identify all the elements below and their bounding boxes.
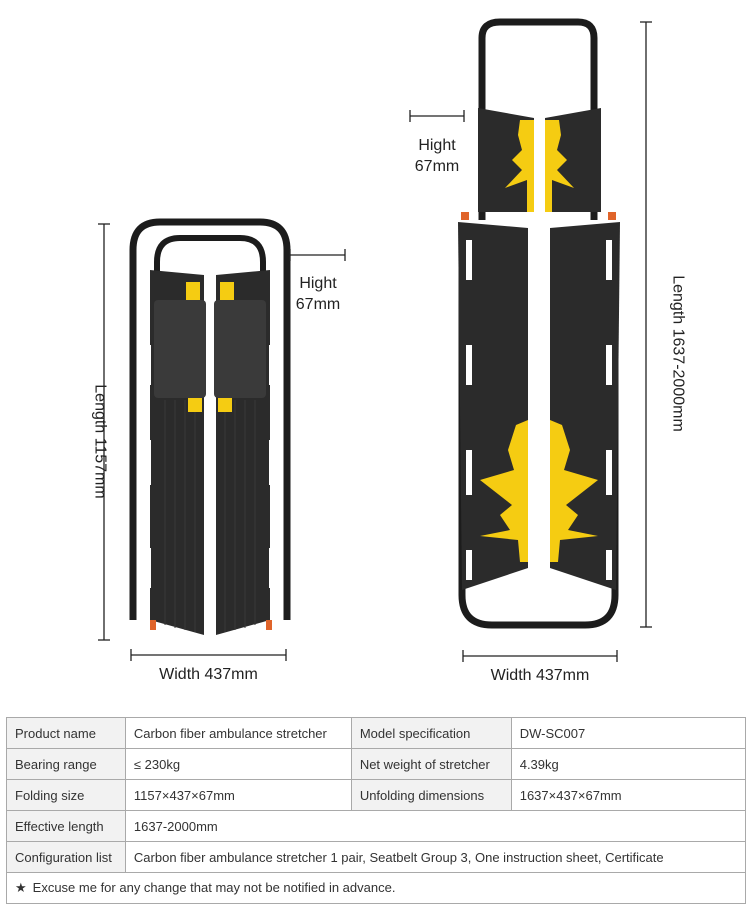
disclaimer-note: ★ Excuse me for any change that may not b… [6, 872, 746, 904]
spec-key: Product name [6, 717, 126, 749]
folded-width-label: Width 437mm [159, 666, 258, 683]
spec-row: Folding size 1157×437×67mm Unfolding dim… [6, 779, 747, 811]
folded-height-line1: Hight [299, 275, 337, 292]
spec-value: 1637×437×67mm [510, 779, 747, 811]
unfolded-height-line2: 67mm [414, 158, 460, 175]
spec-value: ≤ 230kg [124, 748, 352, 780]
folded-stretcher [129, 218, 291, 635]
spec-key: Effective length [6, 810, 126, 842]
spec-key: Net weight of stretcher [350, 748, 512, 780]
unfolded-length-label: Length 1637-2000mm [669, 275, 687, 432]
spec-row-configuration: Configuration list Carbon fiber ambulanc… [6, 841, 747, 873]
stretcher-illustration [98, 18, 652, 662]
spec-key: Unfolding dimensions [350, 779, 512, 811]
unfolded-width-label: Width 437mm [490, 667, 590, 684]
spec-row: Product name Carbon fiber ambulance stre… [6, 717, 747, 749]
spec-value: DW-SC007 [510, 717, 747, 749]
spec-value: Carbon fiber ambulance stretcher 1 pair,… [124, 841, 747, 873]
spec-value: 1637-2000mm [124, 810, 747, 842]
folded-height-line2: 67mm [295, 296, 341, 313]
spec-key: Configuration list [6, 841, 126, 873]
spec-key: Bearing range [6, 748, 126, 780]
spec-value: Carbon fiber ambulance stretcher [124, 717, 352, 749]
folded-length-label: Length 1157mm [91, 384, 109, 499]
spec-value: 1157×437×67mm [124, 779, 352, 811]
spec-key: Folding size [6, 779, 126, 811]
unfolded-height-line1: Hight [418, 137, 456, 154]
spec-row: Bearing range ≤ 230kg Net weight of stre… [6, 748, 747, 780]
spec-table: Product name Carbon fiber ambulance stre… [6, 717, 747, 904]
spec-note-row: ★ Excuse me for any change that may not b… [6, 872, 746, 904]
unfolded-height-label: Hight 67mm [408, 135, 466, 177]
spec-row-effective-length: Effective length 1637-2000mm [6, 810, 747, 842]
folded-height-label: Hight 67mm [290, 273, 346, 315]
folded-dimension-lines [98, 223, 346, 661]
star-icon: ★ [15, 880, 27, 895]
unfolded-dimension-lines [409, 21, 652, 662]
spec-key: Model specification [350, 717, 512, 749]
unfolded-stretcher [458, 18, 620, 629]
disclaimer-text: Excuse me for any change that may not be… [32, 880, 396, 895]
product-figure: Hight 67mm Length 1157mm Width 437mm Hig… [91, 18, 687, 684]
spec-value: 4.39kg [510, 748, 747, 780]
